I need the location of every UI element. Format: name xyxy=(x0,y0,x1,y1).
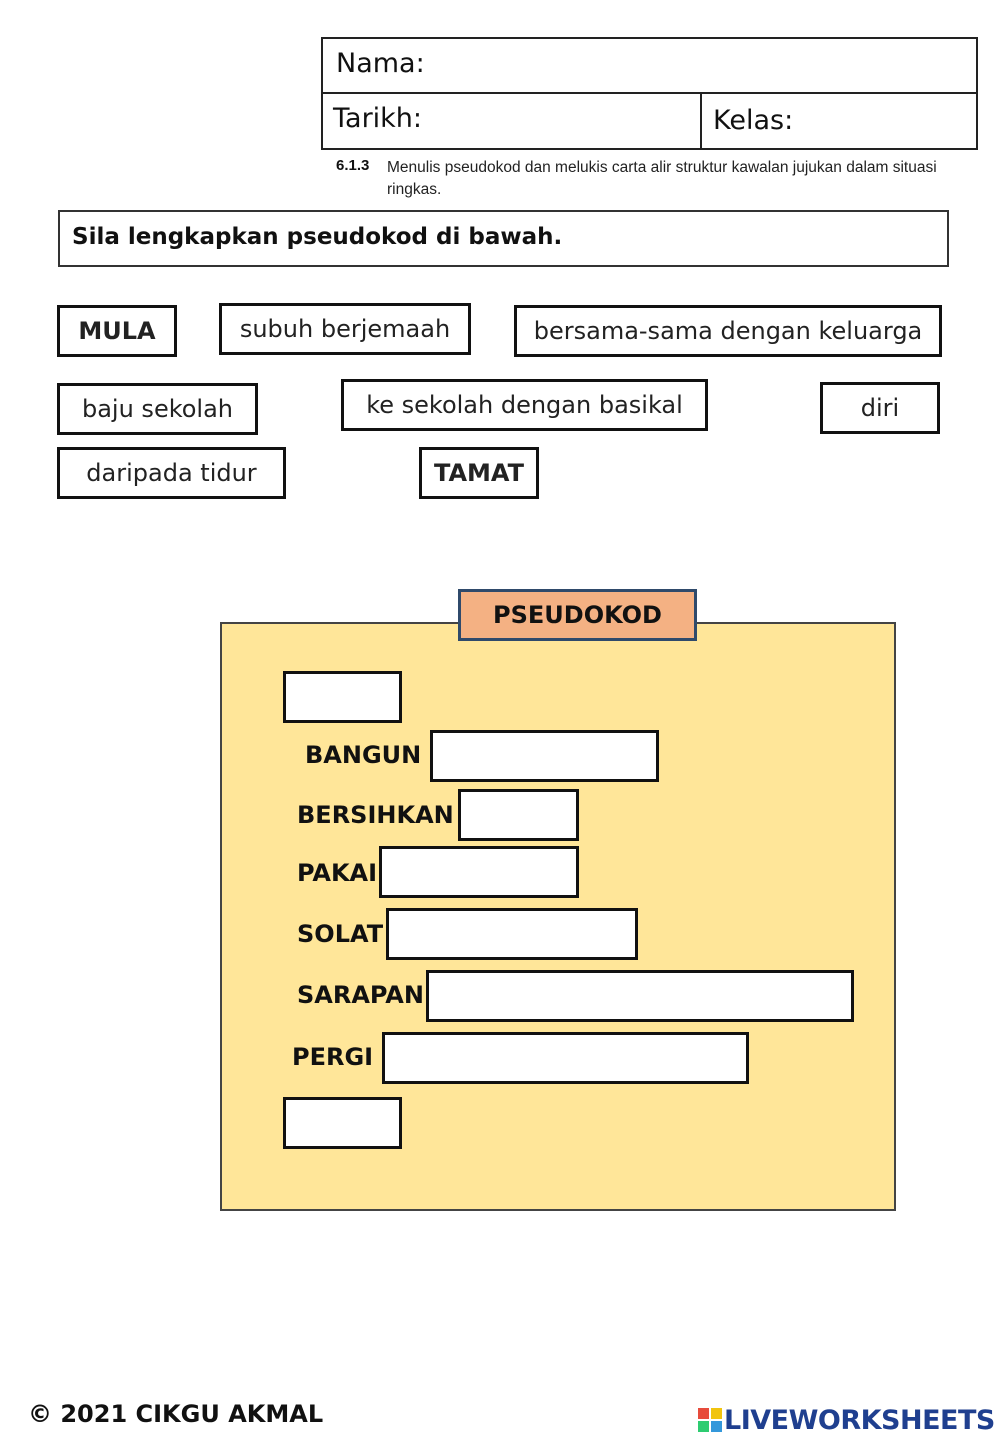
word-chip-diri[interactable]: diri xyxy=(820,382,940,434)
drop-slot-bangun[interactable] xyxy=(430,730,659,782)
liveworksheets-logo[interactable]: LIVEWORKSHEETS xyxy=(698,1404,995,1436)
drop-slot-pergi[interactable] xyxy=(382,1032,749,1084)
label-sarapan: SARAPAN xyxy=(297,981,424,1009)
word-chip-ke-sekolah[interactable]: ke sekolah dengan basikal xyxy=(341,379,708,431)
label-bersihkan: BERSIHKAN xyxy=(297,801,454,829)
liveworksheets-blocks-icon xyxy=(698,1408,722,1432)
instruction-box: Sila lengkapkan pseudokod di bawah. xyxy=(58,210,949,267)
student-info-table: Nama: Tarikh: Kelas: xyxy=(321,37,978,150)
standard-description: Menulis pseudokod dan melukis carta alir… xyxy=(387,159,937,198)
instruction-text: Sila lengkapkan pseudokod di bawah. xyxy=(72,224,563,250)
liveworksheets-brand: LIVEWORKSHEETS xyxy=(724,1404,995,1436)
nama-label: Nama: xyxy=(336,48,425,79)
panel-title: PSEUDOKOD xyxy=(458,589,697,641)
kelas-label: Kelas: xyxy=(713,105,794,136)
drop-slot-start[interactable] xyxy=(283,671,402,723)
tarikh-label: Tarikh: xyxy=(333,103,423,134)
drop-slot-sarapan[interactable] xyxy=(426,970,854,1022)
drop-slot-pakai[interactable] xyxy=(379,846,579,898)
label-solat: SOLAT xyxy=(297,920,384,948)
table-divider xyxy=(700,94,702,148)
nama-row: Nama: xyxy=(323,39,976,94)
label-bangun: BANGUN xyxy=(305,741,422,769)
word-chip-bersama-keluarga[interactable]: bersama-sama dengan keluarga xyxy=(514,305,942,357)
word-chip-baju-sekolah[interactable]: baju sekolah xyxy=(57,383,258,435)
word-chip-tamat[interactable]: TAMAT xyxy=(419,447,539,499)
drop-slot-bersihkan[interactable] xyxy=(458,789,579,841)
copyright-text: © 2021 CIKGU AKMAL xyxy=(28,1400,324,1428)
word-chip-subuh-berjemaah[interactable]: subuh berjemaah xyxy=(219,303,471,355)
drop-slot-solat[interactable] xyxy=(386,908,638,960)
word-chip-mula[interactable]: MULA xyxy=(57,305,177,357)
word-chip-daripada-tidur[interactable]: daripada tidur xyxy=(57,447,286,499)
label-pergi: PERGI xyxy=(292,1043,374,1071)
label-pakai: PAKAI xyxy=(297,859,378,887)
drop-slot-end[interactable] xyxy=(283,1097,402,1149)
panel-title-text: PSEUDOKOD xyxy=(493,601,662,629)
standard-code: 6.1.3 xyxy=(336,157,370,174)
